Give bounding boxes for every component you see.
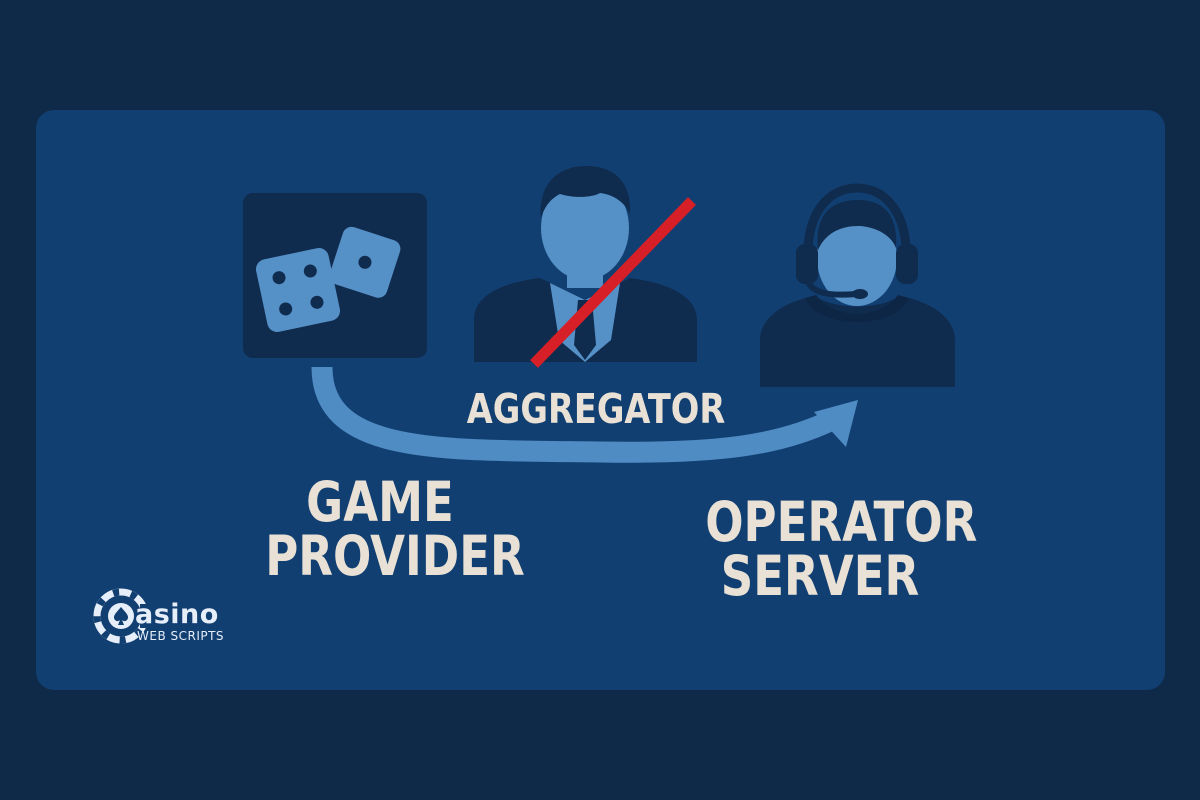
bypass-arrow bbox=[311, 366, 858, 463]
game-provider-label-line-2: PROVIDER bbox=[265, 524, 525, 588]
headset-operator-icon bbox=[760, 183, 955, 387]
operator-server-label-line-1: OPERATOR bbox=[705, 490, 978, 554]
aggregator-node bbox=[474, 166, 697, 368]
game-provider-label-line-1: GAME bbox=[306, 470, 454, 534]
brand-tagline: WEB SCRIPTS bbox=[137, 629, 225, 643]
aggregator-label: AGGREGATOR bbox=[466, 385, 726, 433]
game-provider-label: GAME PROVIDER bbox=[265, 470, 525, 588]
game-provider-node bbox=[243, 193, 427, 358]
operator-server-label: OPERATOR SERVER bbox=[705, 490, 978, 608]
strike-through-line bbox=[530, 197, 696, 368]
businessman-icon bbox=[474, 166, 697, 362]
casino-chip-icon bbox=[93, 588, 150, 644]
brand-name: asino bbox=[135, 599, 219, 630]
brand-logo-text: asino WEB SCRIPTS bbox=[135, 601, 224, 642]
operator-server-node bbox=[760, 183, 955, 387]
operator-server-label-line-2: SERVER bbox=[720, 544, 920, 608]
dice-icon bbox=[255, 226, 401, 333]
